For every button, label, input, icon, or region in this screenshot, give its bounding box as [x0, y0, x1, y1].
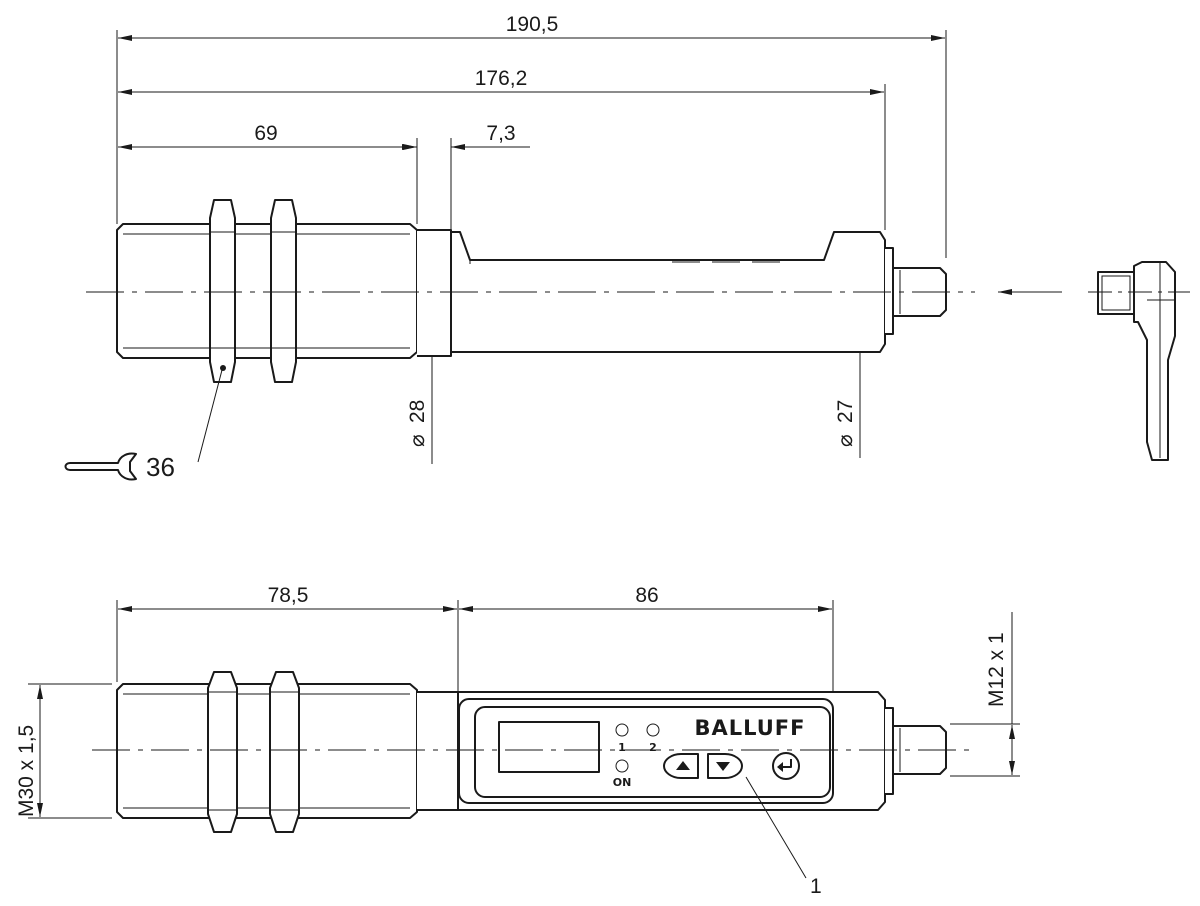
led-1-label: 1 [618, 741, 626, 754]
wrench-callout: 36 [64, 369, 223, 482]
dim-thread-diameter: 28 [406, 400, 429, 423]
dimension-190-5: 190,5 [118, 13, 945, 41]
dimension-m12: M12 x 1 [985, 612, 1015, 775]
threaded-barrel-bottom [116, 683, 418, 819]
bottom-view: 78,5 86 M30 x 1,5 M12 x 1 [15, 584, 1020, 898]
top-view: 190,5 176,2 69 7,3 ⌀ 28 ⌀ 27 [64, 13, 1190, 482]
collar-bottom [417, 691, 459, 811]
extension-lines-top [116, 30, 947, 464]
diameter-symbol: ⌀ [406, 434, 429, 447]
dim-body-length: 176,2 [475, 67, 528, 90]
led-on-indicator [615, 759, 629, 773]
led-2-label: 2 [649, 741, 657, 754]
dimension-86: 86 [459, 584, 832, 612]
threaded-barrel-top [116, 223, 418, 359]
nut-2-top [270, 199, 297, 383]
angled-connector-plug [1088, 261, 1190, 461]
wrench-size-label: 36 [146, 452, 175, 482]
dim-housing-section: 86 [635, 584, 658, 607]
extension-lines-bottom [28, 600, 1020, 819]
dim-connector-spec: M12 x 1 [985, 632, 1008, 707]
dimension-69: 69 [118, 122, 416, 150]
collar-top [417, 229, 886, 357]
led-2-indicator [646, 723, 660, 737]
wrench-icon [64, 452, 137, 481]
led-1-indicator [615, 723, 629, 737]
dim-collar-length: 7,3 [486, 122, 515, 145]
connector-stub-top [885, 247, 947, 335]
brand-logo-text: BALLUFF [694, 716, 805, 740]
dimension-m30: M30 x 1,5 [15, 685, 43, 817]
item-callout-label: 1 [810, 875, 822, 898]
led-on-label: ON [613, 776, 632, 789]
display-window [498, 721, 600, 773]
arrow-up-icon [676, 761, 690, 770]
dim-body-diameter: 27 [834, 400, 857, 423]
dim-overall-length: 190,5 [506, 13, 559, 36]
dim-thread-length: 69 [254, 122, 277, 145]
enter-button[interactable] [772, 752, 800, 780]
connector-stub-bottom [885, 707, 947, 795]
enter-icon [781, 759, 792, 768]
nut-2-bottom [269, 671, 300, 833]
dimension-7-3: 7,3 [396, 122, 530, 150]
arrow-down-icon [716, 762, 730, 771]
control-panel: 1 2 ON BALLUFF [474, 706, 831, 798]
nut-1-top [209, 199, 236, 383]
diameter-symbol: ⌀ [834, 434, 857, 447]
dimension-176-2: 176,2 [118, 67, 884, 95]
dimension-78-5: 78,5 [118, 584, 457, 612]
dim-thread-spec: M30 x 1,5 [15, 725, 38, 817]
item-callout: 1 [745, 776, 822, 898]
dim-thread-section: 78,5 [268, 584, 309, 607]
nut-1-bottom [207, 671, 238, 833]
